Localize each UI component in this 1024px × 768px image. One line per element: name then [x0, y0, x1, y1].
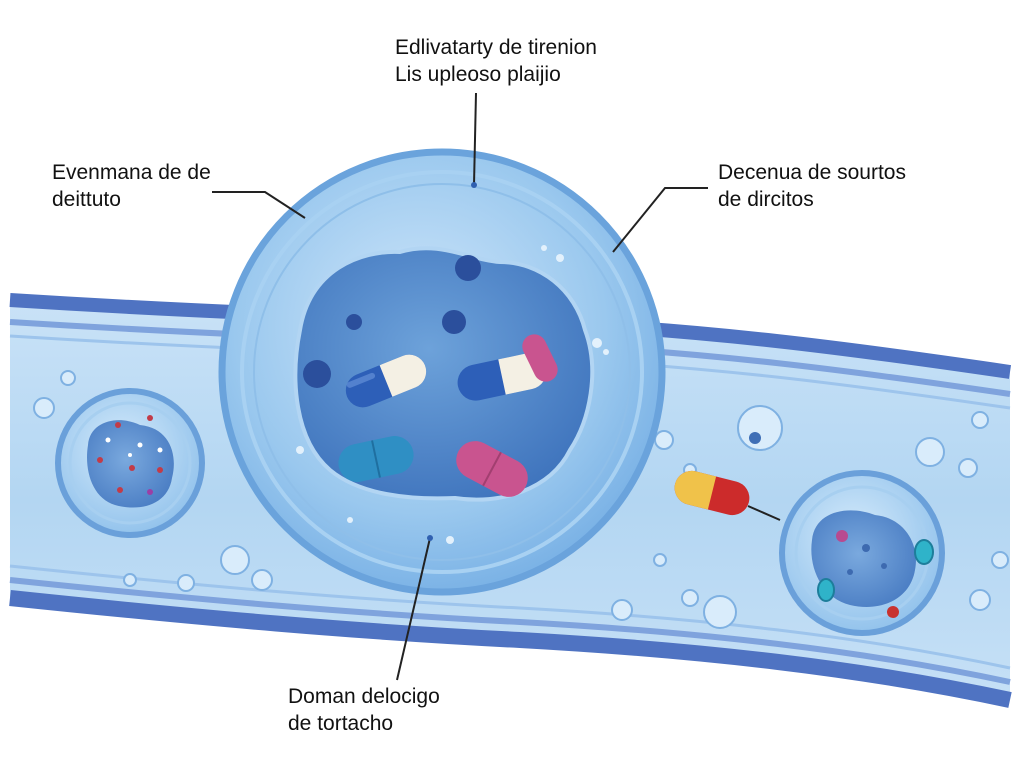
capsule-1	[345, 354, 427, 408]
capsule-4	[338, 436, 414, 482]
small-cell-right	[779, 470, 945, 636]
vesicles	[33, 370, 1009, 629]
nucleus	[293, 246, 595, 502]
label-bottom-line2: de tortacho	[288, 712, 394, 735]
label-bottom: Doman delocigo de tortacho	[288, 683, 440, 737]
leader-dot	[427, 535, 433, 541]
label-top-line1: Edlivatarty de tirenion	[395, 36, 597, 59]
leader-dot	[471, 182, 477, 188]
label-right-line1: Decenua de sourtos	[718, 161, 906, 184]
label-right-line2: de dircitos	[718, 188, 814, 211]
label-left-line1: Evenmana de de	[52, 161, 211, 184]
main-cell	[218, 148, 666, 596]
label-right: Decenua de sourtos de dircitos	[718, 159, 906, 213]
label-left: Evenmana de de deittuto	[52, 159, 211, 213]
capsule-3	[522, 334, 558, 382]
label-top-line2: Lis upleoso plaijio	[395, 63, 561, 86]
label-left-line2: deittuto	[52, 188, 121, 211]
small-cell-left	[55, 388, 205, 538]
capsule-6	[674, 470, 750, 516]
capsule-5	[456, 441, 528, 497]
leader-lines	[212, 92, 781, 681]
vesicle-dot	[749, 432, 761, 444]
label-bottom-line1: Doman delocigo	[288, 685, 440, 708]
label-top: Edlivatarty de tirenion Lis upleoso plai…	[395, 34, 597, 88]
